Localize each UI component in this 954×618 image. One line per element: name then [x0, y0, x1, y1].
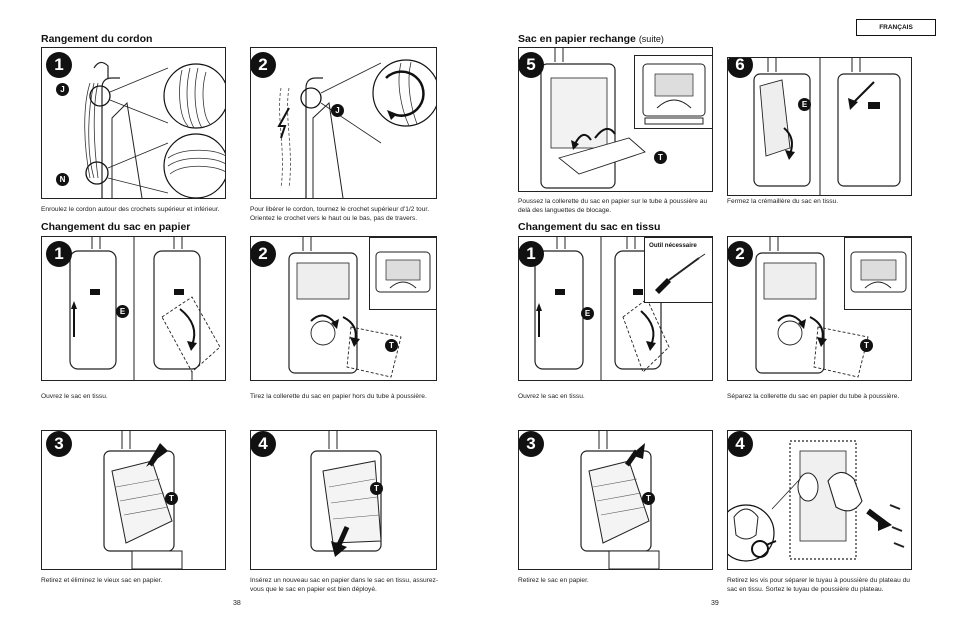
paper-bag-step-2-caption: Tirez la collerette du sac en papier hor…: [250, 393, 427, 400]
step-number-badge: 6: [728, 58, 753, 78]
language-tab: FRANÇAIS: [856, 19, 936, 36]
marker-T: T: [654, 151, 667, 164]
collar-detail-inset: [369, 237, 436, 310]
cloth-bag-step-2-caption: Séparez la collerette du sac en papier d…: [727, 393, 900, 400]
marker-T: T: [860, 339, 873, 352]
collar-lock-detail-inset: [634, 55, 712, 129]
paper-bag-step-1-illustration: 1 E: [41, 236, 226, 381]
remove-paper-bag-drawing: [580, 431, 660, 569]
bag-open-drawing: [69, 237, 221, 380]
step-number-badge: 2: [251, 52, 276, 78]
marker-E: E: [581, 307, 594, 320]
paper-bag-step-4-illustration: 4 T: [250, 430, 437, 570]
cord-step-2-illustration: 2 J: [250, 47, 437, 199]
cloth-bag-section-title: Changement du sac en tissu: [518, 221, 661, 233]
vacuum-cord-release-drawing: [277, 59, 436, 198]
close-zipper-drawing: [753, 58, 901, 195]
step-number-badge: 2: [251, 241, 276, 267]
step-number-badge: 1: [46, 241, 72, 267]
step-number-badge: 5: [519, 52, 544, 78]
step-number-badge: 4: [728, 431, 753, 457]
paper-bag-step-3-illustration: 3 T: [41, 430, 226, 570]
cord-step-1-caption: Enroulez le cordon autour des crochets s…: [41, 206, 220, 213]
step-number-badge: 3: [46, 431, 72, 457]
replacement-section-title-suffix: (suite): [638, 34, 664, 44]
cord-step-1-illustration: 1 J N: [41, 47, 226, 199]
tool-required-inset: Outil nécessaire: [644, 237, 712, 303]
marker-T: T: [370, 482, 383, 495]
replacement-section-title: Sac en papier rechange (suite): [518, 33, 664, 45]
paper-bag-step-2-illustration: 2 T: [250, 236, 437, 381]
marker-T: T: [385, 339, 398, 352]
replacement-section-title-text: Sac en papier rechange: [518, 33, 636, 45]
cord-section-title: Rangement du cordon: [41, 33, 153, 45]
marker-T: T: [165, 492, 178, 505]
remove-paper-bag-drawing: [103, 431, 183, 569]
paper-bag-section-title: Changement du sac en papier: [41, 221, 191, 233]
collar-separation-inset: [844, 237, 911, 310]
marker-E: E: [798, 98, 811, 111]
cloth-bag-step-1-illustration: Outil nécessaire 1 E: [518, 236, 713, 381]
cloth-bag-step-4-illustration: 4: [727, 430, 912, 570]
paper-bag-step-4-caption: Insérez un nouveau sac en papier dans le…: [250, 577, 439, 593]
replacement-step-5-caption: Poussez la collerette du sac en papier s…: [518, 198, 708, 214]
marker-E: E: [116, 305, 129, 318]
cloth-bag-open-drawing: [534, 237, 670, 380]
cloth-bag-step-3-caption: Retirez le sac en papier.: [518, 577, 589, 584]
marker-J: J: [56, 83, 69, 96]
screwdriver-icon: [655, 253, 706, 294]
cloth-bag-step-2-illustration: 2 T: [727, 236, 912, 381]
tool-required-label: Outil nécessaire: [649, 242, 697, 249]
page-number: 38: [233, 600, 241, 607]
remove-screws-drawing: [728, 440, 905, 562]
step-number-badge: 1: [46, 52, 72, 78]
insert-paper-bag-drawing: [310, 431, 382, 557]
marker-T: T: [642, 492, 655, 505]
marker-J: J: [331, 104, 344, 117]
marker-N: N: [56, 173, 69, 186]
replacement-step-6-caption: Fermez la crémaillère du sac en tissu.: [727, 198, 839, 205]
step-number-badge: 1: [519, 241, 544, 267]
cord-step-2-caption: Pour libérer le cordon, tournez le croch…: [250, 206, 430, 222]
cloth-bag-step-3-illustration: 3 T: [518, 430, 713, 570]
paper-bag-step-1-caption: Ouvrez le sac en tissu.: [41, 393, 108, 400]
replacement-step-5-illustration: 5 T: [518, 47, 713, 192]
paper-bag-step-3-caption: Retirez et éliminez le vieux sac en papi…: [41, 577, 163, 584]
pull-collar-drawing: [288, 237, 402, 378]
cloth-bag-step-4-caption: Retirez les vis pour séparer le tuyau à …: [727, 577, 910, 593]
push-collar-drawing: [540, 48, 646, 189]
vacuum-cord-wrap-drawing: [84, 61, 225, 198]
replacement-step-6-illustration: 6 E: [727, 57, 912, 196]
step-number-badge: 2: [728, 241, 753, 267]
step-number-badge: 3: [519, 431, 544, 457]
page-number: 39: [711, 600, 719, 607]
separate-collar-drawing: [755, 237, 869, 378]
cloth-bag-step-1-caption: Ouvrez le sac en tissu.: [518, 393, 585, 400]
step-number-badge: 4: [251, 431, 276, 457]
